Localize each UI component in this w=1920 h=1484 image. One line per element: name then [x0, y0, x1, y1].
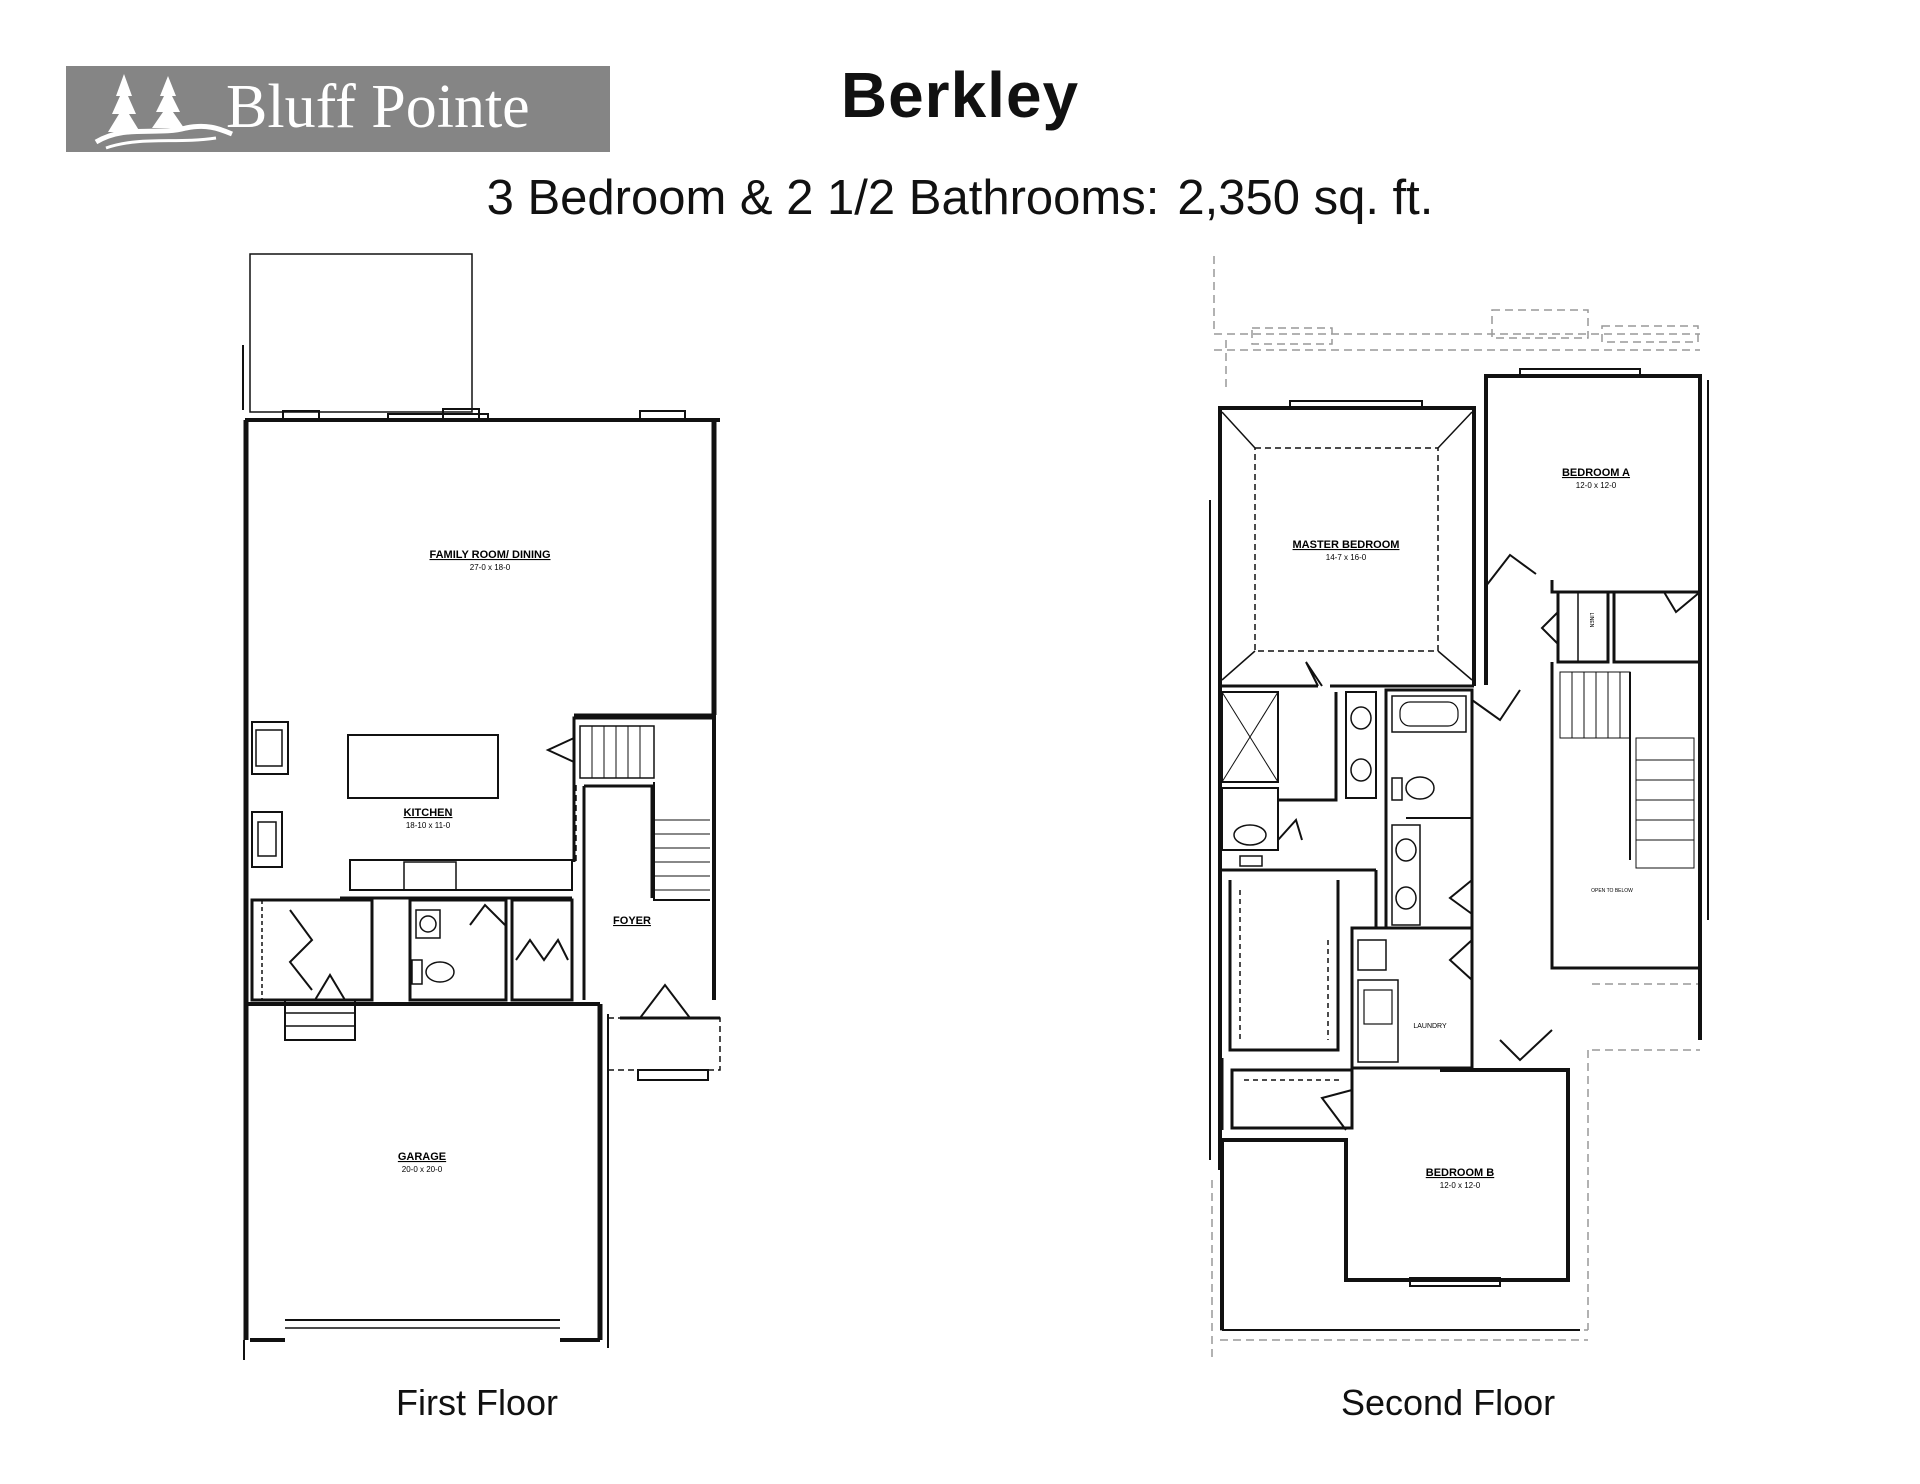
kitchen-label: KITCHEN — [404, 807, 453, 819]
first-floor-plan — [242, 253, 721, 1360]
family-room-label: FAMILY ROOM/ DINING — [429, 549, 550, 561]
stairs-first-floor — [579, 725, 655, 779]
laundry-label: LAUNDRY — [1413, 1023, 1447, 1030]
linen-label: LINEN — [1588, 613, 1594, 628]
master-bedroom-label: MASTER BEDROOM — [1293, 539, 1400, 551]
kitchen-dims: 18-10 x 11-0 — [406, 821, 451, 830]
plan-title: Berkley — [840, 59, 1080, 131]
laundry-room — [1350, 926, 1474, 1070]
bedroom-b-label: BEDROOM B — [1426, 1167, 1495, 1179]
family-room-dims: 27-0 x 18-0 — [470, 563, 511, 572]
plan-subtitle: 3 Bedroom & 2 1/2 Bathrooms: 2,350 sq. ft… — [0, 170, 1920, 226]
bedroom-a-dims: 12-0 x 12-0 — [1576, 481, 1617, 490]
second-floor-caption: Second Floor — [1341, 1382, 1556, 1423]
subtitle-rooms: 3 Bedroom & 2 1/2 Bathrooms: — [486, 171, 1160, 225]
pine-trees-logo-icon — [94, 74, 233, 150]
powder-room — [408, 898, 508, 1002]
master-tray-ceiling — [1254, 447, 1439, 652]
foyer-label: FOYER — [613, 915, 651, 927]
open-to-below-label: OPEN TO BELOW — [1591, 888, 1633, 894]
bedroom-b-dims: 12-0 x 12-0 — [1440, 1181, 1481, 1190]
subtitle-area: 2,350 sq. ft. — [1177, 171, 1434, 225]
kitchen-island — [347, 734, 499, 799]
master-shower — [1221, 691, 1279, 783]
first-floor-caption: First Floor — [396, 1382, 558, 1423]
bedroom-a-label: BEDROOM A — [1562, 467, 1630, 479]
garage-label: GARAGE — [398, 1151, 446, 1163]
linen-closet — [1556, 590, 1610, 664]
logo-wordmark: Bluff Pointe — [226, 73, 530, 141]
garage-dims: 20-0 x 20-0 — [402, 1165, 443, 1174]
second-floor-plan — [1209, 256, 1709, 1360]
patio-outline — [249, 253, 473, 413]
master-bedroom-dims: 14-7 x 16-0 — [1326, 553, 1367, 562]
bluff-pointe-logo: Bluff Pointe — [66, 66, 610, 152]
